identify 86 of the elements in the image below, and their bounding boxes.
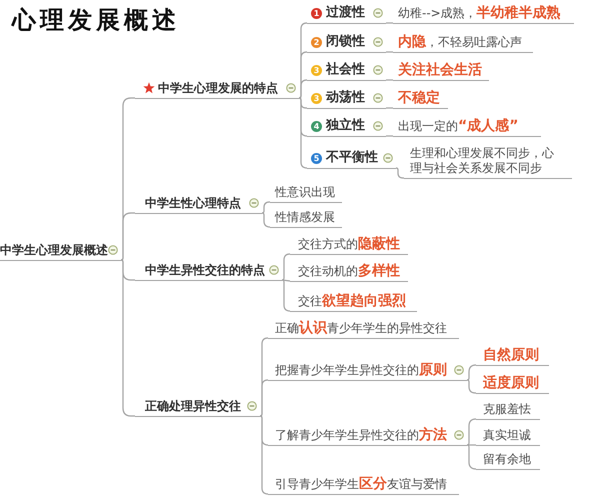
branch-topic [404,144,572,179]
connector-line [282,279,290,282]
topic-text: 正确认识青少年学生的异性交往 [275,320,447,336]
branch-topic [307,88,386,109]
connector-line [396,167,404,179]
branch-topic [393,88,448,109]
title: 心理发展概述 [12,5,180,35]
connector-line [386,135,393,137]
connector-line [298,79,308,99]
connector-line [467,444,476,446]
branch-topic [393,4,574,24]
topic-text: 交往方式的隐蔽性 [298,236,400,252]
branch-topic [290,262,408,282]
topic-text: 过渡性 [326,5,365,22]
topic-text: 交往动机的多样性 [298,263,400,280]
topic-text: 适度原则 [483,375,539,392]
topic-text: 独立性 [326,118,365,134]
topic-text: 社会性 [326,62,365,78]
connector-line [282,279,291,312]
priority-marker: 3 [311,92,322,104]
branch-topic [135,260,282,281]
connector-line [386,22,393,24]
branch-topic [135,194,262,214]
topic-text: 内隐，不轻易吐露心声 [398,34,522,50]
branch-topic [290,292,417,312]
branch-topic [476,346,549,366]
branch-topic [307,32,386,53]
topic-text: 不平衡性 [326,150,378,166]
branch-topic [307,116,386,137]
topic-text: 中学生异性交往的特点 [145,262,265,278]
connector-line [260,379,269,417]
topic-text: 引导青少年学生区分友谊与爱情 [275,476,447,492]
priority-marker: 5 [311,152,322,164]
connector-line [260,415,269,495]
branch-topic [290,234,408,255]
topic-text: 闭锁性 [326,34,365,50]
topic-text: 克服羞怯 [483,401,531,418]
branch-topic [393,32,533,53]
connector-line [466,418,477,446]
connector-line [298,97,308,169]
branch-topic [0,240,121,261]
topic-text: 留有余地 [483,451,531,468]
branch-topic [307,60,386,81]
connector-line [282,253,291,281]
connector-line [262,201,270,214]
topic-text: 动荡性 [326,90,365,106]
connector-line [466,379,476,394]
priority-marker: 4 [311,120,322,132]
branch-topic [307,148,396,169]
connector-line [120,212,135,261]
topic-text: 中学生心理发展概述 [0,242,108,258]
topic-text: 出现一定的“成人感” [398,118,518,134]
branch-topic [393,116,541,137]
branch-topic [476,400,540,420]
connector-line [386,51,393,53]
topic-text: 生理和心理发展不同步，心理与社会关系发展不同步 [410,146,555,176]
branch-topic [268,474,459,495]
branch-topic [307,4,386,24]
topic-text: 幼稚-->成熟，半幼稚半成熟 [398,5,561,22]
topic-text: 了解青少年学生异性交往的方法 [275,427,447,444]
topic-text: 性意识出现 [275,184,335,200]
connector-line [466,364,477,381]
branch-topic [135,396,260,417]
topic-text: 把握青少年学生异性交往的原则 [275,362,447,378]
connector-line [386,107,393,109]
topic-text: 不稳定 [398,90,440,106]
topic-text: 真实坦诚 [483,427,531,444]
connector-line [262,212,271,228]
priority-marker: 1 [311,8,322,19]
topic-text: 自然原则 [483,347,539,364]
topic-text: 中学生心理发展的特点 [158,80,278,96]
topic-text: 中学生性心理特点 [145,195,241,212]
topic-text: 正确处理异性交往 [145,398,241,414]
branch-topic [476,374,549,394]
topic-text: 关注社会生活 [398,62,482,78]
connector-line [386,79,393,81]
priority-marker: 2 [311,36,322,48]
branch-topic [393,60,489,81]
branch-topic [268,360,467,381]
topic-text: 性情感发展 [275,209,335,226]
connector-line [466,444,477,470]
branch-topic [135,78,299,99]
branch-topic [268,426,467,446]
priority-marker: 3 [311,64,322,76]
topic-text: 交往欲望趋向强烈 [298,293,406,310]
branch-topic [268,318,459,339]
